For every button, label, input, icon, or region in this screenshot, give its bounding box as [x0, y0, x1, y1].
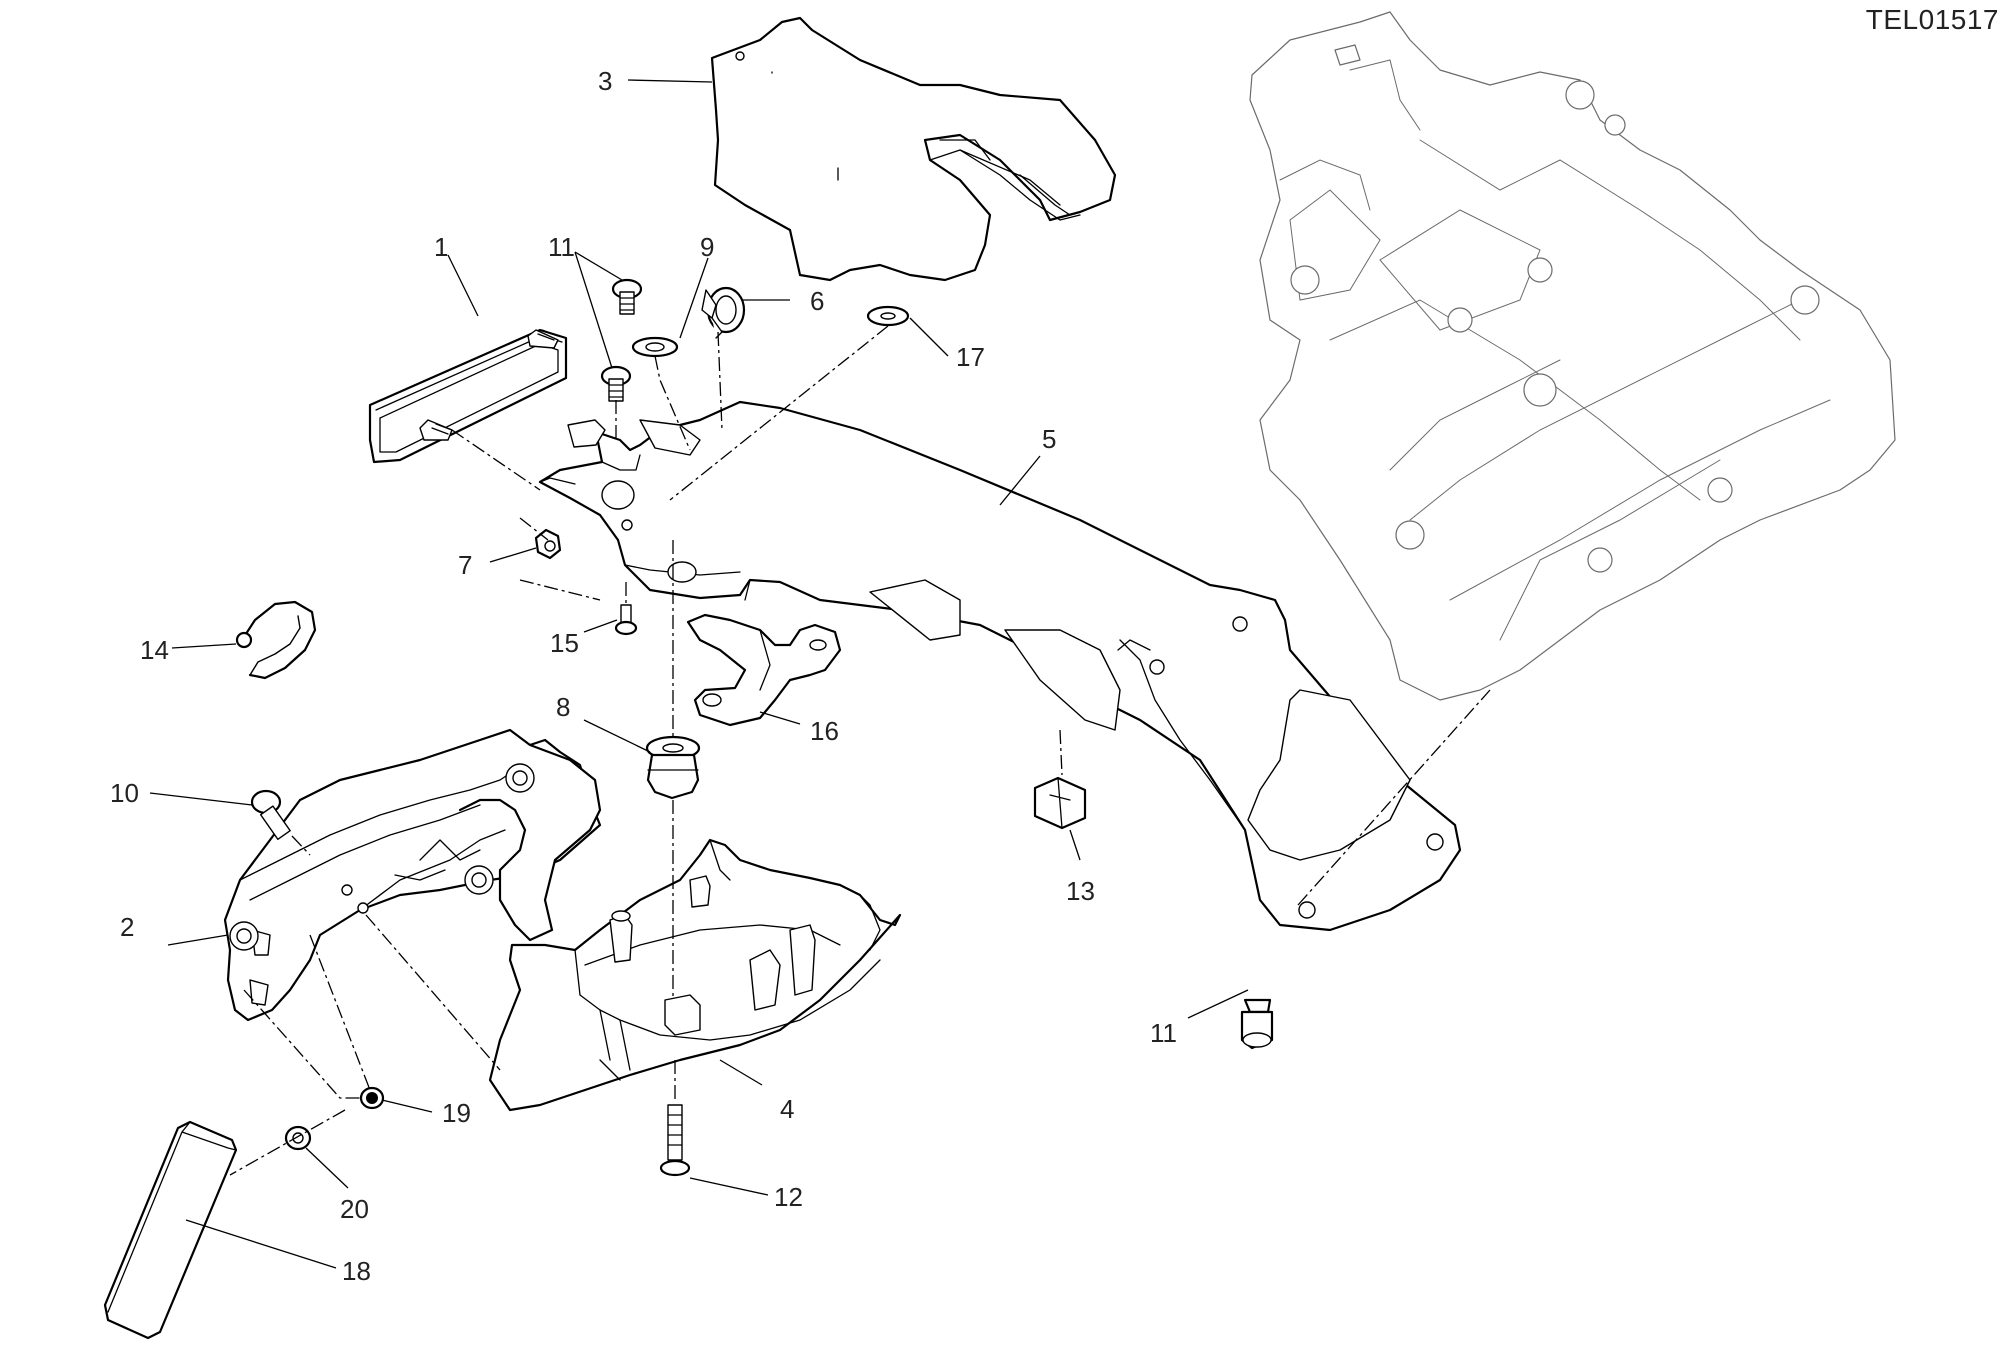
callout-3: 3 [598, 66, 612, 96]
callout-1: 1 [434, 232, 448, 262]
callout-5: 5 [1042, 424, 1056, 454]
callout-11-upper: 11 [548, 232, 575, 262]
part-18-pad [103, 1120, 238, 1340]
part-5-bracket [538, 400, 1462, 932]
callout-16: 16 [810, 716, 839, 746]
part-20-washer [284, 1125, 312, 1151]
callout-8: 8 [556, 692, 570, 722]
part-13-clip [1033, 776, 1087, 830]
callout-19: 19 [442, 1098, 471, 1128]
part-15-screw [614, 604, 638, 636]
callout-13: 13 [1066, 876, 1095, 906]
drawing-code: TEL01517 [1865, 4, 1999, 35]
part-12-bolt [659, 1104, 691, 1177]
callout-6: 6 [810, 286, 824, 316]
callout-2: 2 [120, 912, 134, 942]
callout-15: 15 [550, 628, 579, 658]
part-9-washer [631, 336, 679, 358]
callout-17: 17 [956, 342, 985, 372]
part-11-screw-upper [611, 278, 643, 315]
callout-20: 20 [340, 1194, 369, 1224]
callout-12: 12 [774, 1182, 803, 1212]
part-10-screw [250, 789, 291, 841]
part-7-nut [534, 528, 562, 560]
part-4-lower-tray [488, 838, 902, 1112]
part-8-rubber-bush [645, 735, 701, 800]
part-11-screw-mid [600, 365, 632, 402]
callout-9: 9 [700, 232, 714, 262]
part-6-clip [701, 286, 746, 339]
leader-lines [149, 79, 1249, 1269]
part-17-washer [866, 305, 910, 327]
assembly-lines [229, 325, 1491, 1176]
part-1-reflector [368, 328, 568, 464]
callout-11-lower: 11 [1150, 1018, 1177, 1048]
callout-labels: 1 2 3 4 5 6 7 8 9 10 11 11 12 13 14 15 1… [110, 66, 1177, 1286]
rear-frame-ghost [1249, 11, 1896, 701]
callout-4: 4 [780, 1094, 794, 1124]
callout-14: 14 [140, 635, 169, 665]
part-2-plate-support [223, 728, 602, 1022]
part-19-grommet [359, 1086, 385, 1110]
part-14-cable-clamp [235, 600, 317, 680]
callout-7: 7 [458, 550, 472, 580]
part-11-screw-lower [1240, 998, 1274, 1050]
callout-18: 18 [342, 1256, 371, 1286]
part-3-cover [710, 16, 1117, 282]
part-16-bracket [686, 613, 842, 727]
callout-10: 10 [110, 778, 139, 808]
